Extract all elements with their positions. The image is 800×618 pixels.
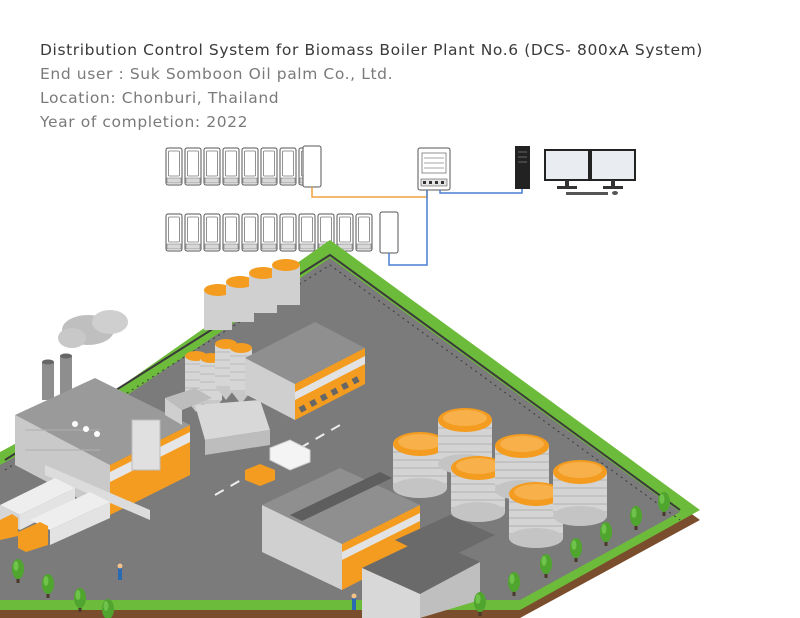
server-tower-icon bbox=[515, 146, 530, 189]
controller-rack-icon bbox=[417, 147, 451, 191]
biomass-plant-illustration bbox=[0, 240, 700, 618]
end-user-text: End user : Suk Somboon Oil palm Co., Ltd… bbox=[40, 65, 394, 83]
io-cabinet-icon bbox=[302, 145, 322, 188]
location-text: Location: Chonburi, Thailand bbox=[40, 89, 280, 107]
io-cabinet-icon bbox=[379, 211, 399, 254]
blue-cable-io bbox=[388, 190, 428, 266]
cabinet-row-1 bbox=[165, 145, 322, 188]
cabinet-row-2 bbox=[165, 211, 399, 254]
dual-monitor-icon bbox=[544, 149, 636, 195]
project-title: Distribution Control System for Biomass … bbox=[40, 41, 703, 59]
blue-cable-network bbox=[439, 189, 523, 194]
project-info: Distribution Control System for Biomass … bbox=[40, 38, 703, 134]
orange-cable bbox=[311, 187, 428, 198]
year-text: Year of completion: 2022 bbox=[40, 113, 249, 131]
